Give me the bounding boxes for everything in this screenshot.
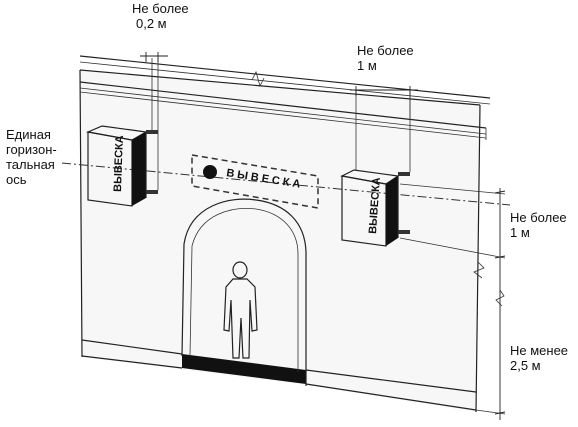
left-sign-box (85, 58, 159, 207)
label-ground-clearance: Не менее 2,5 м (510, 343, 568, 373)
right-sign-text: ВЫВЕСКА (367, 177, 383, 234)
label-line: ось (6, 172, 27, 187)
label-line: Не менее (510, 343, 569, 358)
arch-opening (181, 198, 307, 372)
label-line: горизон- (6, 142, 57, 157)
label-line: 0,2 м (136, 16, 167, 31)
label-top-left-limit: Не более 0,2 м (132, 1, 189, 31)
cornice (79, 55, 491, 140)
label-line: Не более (132, 1, 189, 16)
left-sign-text: ВЫВЕСКА (112, 135, 126, 192)
label-line: 1 м (357, 58, 377, 73)
label-top-right-limit: Не более 1 м (357, 43, 414, 73)
right-sign-box (340, 90, 411, 247)
label-horizontal-axis: Единая горизон- тальная ось (6, 127, 57, 187)
label-line: Не более (510, 210, 567, 225)
dim-ground-clearance (475, 262, 506, 420)
wall-sign-dashed (191, 154, 319, 209)
person-figure (223, 261, 258, 359)
label-line: тальная (6, 157, 55, 172)
building-wall (79, 69, 485, 413)
label-height-limit: Не более 1 м (510, 210, 567, 240)
dim-right-offset (350, 86, 418, 118)
dim-sign-height (399, 183, 506, 262)
plinth (81, 339, 477, 411)
label-line: Не более (357, 43, 414, 58)
label-line: Единая (6, 127, 51, 142)
label-line: 1 м (510, 225, 530, 240)
dim-left-offset (140, 52, 168, 62)
label-line: 2,5 м (510, 358, 541, 373)
